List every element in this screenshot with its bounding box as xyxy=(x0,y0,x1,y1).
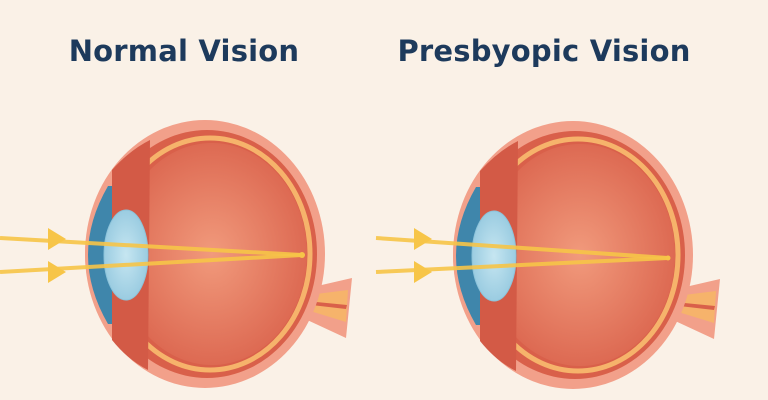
focal-point xyxy=(665,255,671,261)
presbyopic-eye xyxy=(375,121,720,389)
eyeball-presbyopic xyxy=(453,121,720,389)
arrow-icon xyxy=(414,261,432,283)
presbyopic-vision-title: Presbyopic Vision xyxy=(397,34,691,68)
focal-point xyxy=(299,252,305,258)
normal-vision-title: Normal Vision xyxy=(68,34,300,68)
normal-eye xyxy=(0,120,352,388)
light-rays-normal xyxy=(0,228,305,283)
eyeball-normal xyxy=(85,120,352,388)
arrow-icon xyxy=(414,228,432,250)
arrow-icon xyxy=(48,261,66,283)
light-rays-presbyopic xyxy=(375,228,671,283)
arrow-icon xyxy=(48,228,66,250)
